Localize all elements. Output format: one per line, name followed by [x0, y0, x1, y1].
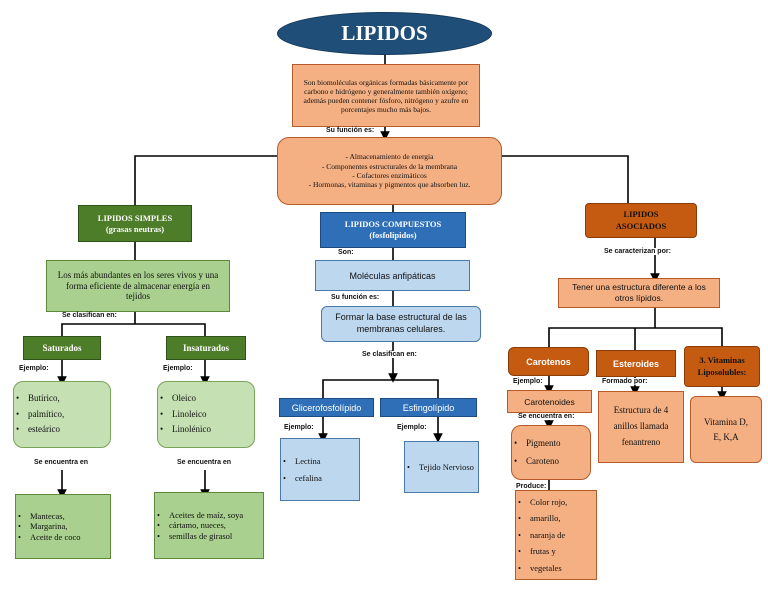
vitaminas-title: 3. Vitaminas Liposolubles:	[697, 355, 747, 377]
asociados-title: LIPIDOS ASOCIADOS	[615, 209, 667, 231]
saturados-box: Saturados	[23, 336, 101, 360]
esteroides-desc-box: Estructura de 4 anillos llamada fenantre…	[598, 391, 684, 463]
saturados-title: Saturados	[42, 343, 82, 353]
esteroides-desc: Estructura de 4 anillos llamada fenantre…	[613, 405, 669, 447]
label-funcion: Su función es:	[325, 127, 376, 134]
list-item: esteárico	[14, 422, 64, 438]
definition-box: Son biomoléculas orgánicas formadas bási…	[292, 64, 480, 127]
compuestos-title: LIPIDOS COMPUESTOS (fosfolípidos)	[344, 219, 442, 240]
esteroides-box: Esteroides	[596, 350, 676, 377]
functions-box: - Almacenamiento de energía - Componente…	[277, 137, 502, 205]
insaturados-label-encuentra: Se encuentra en	[176, 459, 233, 466]
list-item: frutas y	[516, 543, 567, 560]
compuestos-title-box: LIPIDOS COMPUESTOS (fosfolípidos)	[320, 212, 466, 248]
title-ellipse: LIPIDOS	[277, 12, 492, 55]
carotenos-produce-box: Color rojo, amarillo, naranja de frutas …	[515, 490, 597, 580]
functions-text: - Almacenamiento de energía - Componente…	[308, 152, 471, 190]
esfingo-box: Esfingolípido	[380, 398, 477, 417]
glicero-title: Glicerofosfolípido	[291, 402, 362, 413]
compuestos-label-funcion: Su función es:	[330, 294, 381, 301]
carotenos-title: Carotenos	[526, 356, 571, 367]
saturados-label-ejemplo: Ejemplo:	[18, 365, 50, 372]
list-item: Caroteno	[512, 453, 561, 470]
list-item: Aceite de coco	[16, 532, 81, 543]
simples-desc-box: Los más abundantes en los seres vivos y …	[46, 260, 230, 312]
definition-text: Son biomoléculas orgánicas formadas bási…	[303, 77, 469, 114]
vitaminas-desc: Vitamina D, E, K,A	[704, 417, 748, 442]
list-item: semillas de girasol	[155, 531, 243, 541]
esfingo-label-ejemplo: Ejemplo:	[396, 424, 428, 431]
asociados-label-caracterizan: Se caracterizan por:	[603, 248, 672, 255]
vitaminas-box: 3. Vitaminas Liposolubles:	[684, 346, 760, 387]
asociados-desc: Tener una estructura diferente a los otr…	[572, 281, 706, 303]
list-item: Aceites de maíz, soya	[155, 510, 243, 520]
simples-title: LIPIDOS SIMPLES (grasas neutras)	[97, 212, 173, 234]
carotenos-items-box: Pigmento Caroteno	[511, 425, 591, 480]
list-item: amarillo,	[516, 510, 567, 527]
title-text: LIPIDOS	[341, 21, 428, 45]
esteroides-label-formado: Formado por:	[601, 378, 649, 385]
simples-label-clasifican: Se clasifican en:	[61, 312, 118, 319]
carotenos-label-encuentra: Se encuentra en:	[517, 413, 576, 420]
esfingo-title: Esfingolípido	[402, 402, 455, 413]
list-item: cefalina	[281, 470, 322, 486]
glicero-box: Glicerofosfolípido	[279, 398, 374, 417]
simples-desc: Los más abundantes en los seres vivos y …	[57, 269, 219, 302]
carotenos-label-ejemplo: Ejemplo:	[512, 378, 544, 385]
esfingo-examples-box: Tejido Nervioso	[404, 441, 479, 493]
esteroides-title: Esteroides	[612, 358, 660, 369]
list-item: Pigmento	[512, 435, 561, 452]
simples-title-box: LIPIDOS SIMPLES (grasas neutras)	[78, 205, 192, 242]
insaturados-box: Insaturados	[166, 336, 246, 360]
insaturados-label-ejemplo: Ejemplo:	[162, 365, 194, 372]
list-item: Linolénico	[158, 422, 211, 438]
saturados-label-encuentra: Se encuentra en	[33, 459, 90, 466]
insaturados-found-box: Aceites de maíz, soya cártamo, nueces, s…	[154, 492, 264, 559]
list-item: Color rojo,	[516, 494, 567, 511]
compuestos-funcion: Formar la base estructural de las membra…	[335, 312, 467, 334]
list-item: naranja de	[516, 527, 567, 544]
list-item: Margarina,	[16, 521, 81, 532]
compuestos-label-son: Son:	[337, 249, 355, 256]
list-item: palmítico,	[14, 407, 64, 423]
list-item: Oleico	[158, 391, 211, 407]
list-item: vegetales	[516, 560, 567, 577]
carotenos-box: Carotenos	[508, 347, 589, 376]
compuestos-desc-box: Moléculas anfipáticas	[315, 260, 470, 291]
insaturados-examples-box: Oleico Linoleico Linolénico	[157, 381, 255, 448]
compuestos-label-clasifican: Se clasifican en:	[361, 351, 418, 358]
carotenos-label-produce: Produce:	[515, 483, 548, 490]
carotenos-example: Carotenoides	[524, 396, 575, 407]
saturados-found-box: Mantecas, Margarina, Aceite de coco	[15, 494, 111, 559]
list-item: Butírico,	[14, 391, 64, 407]
glicero-examples-box: Lectina cefalina	[280, 438, 360, 501]
glicero-label-ejemplo: Ejemplo:	[283, 424, 315, 431]
list-item: Mantecas,	[16, 511, 81, 522]
list-item: Lectina	[281, 453, 322, 469]
compuestos-funcion-box: Formar la base estructural de las membra…	[321, 306, 481, 342]
carotenos-example-box: Carotenoides	[507, 390, 592, 413]
saturados-examples-box: Butírico, palmítico, esteárico	[13, 381, 111, 448]
vitaminas-desc-box: Vitamina D, E, K,A	[690, 396, 762, 463]
list-item: Tejido Nervioso	[405, 462, 474, 472]
list-item: Linoleico	[158, 407, 211, 423]
insaturados-title: Insaturados	[182, 343, 229, 353]
compuestos-desc: Moléculas anfipáticas	[349, 270, 436, 281]
asociados-title-box: LIPIDOS ASOCIADOS	[585, 203, 697, 238]
asociados-desc-box: Tener una estructura diferente a los otr…	[558, 278, 720, 308]
list-item: cártamo, nueces,	[155, 520, 243, 530]
